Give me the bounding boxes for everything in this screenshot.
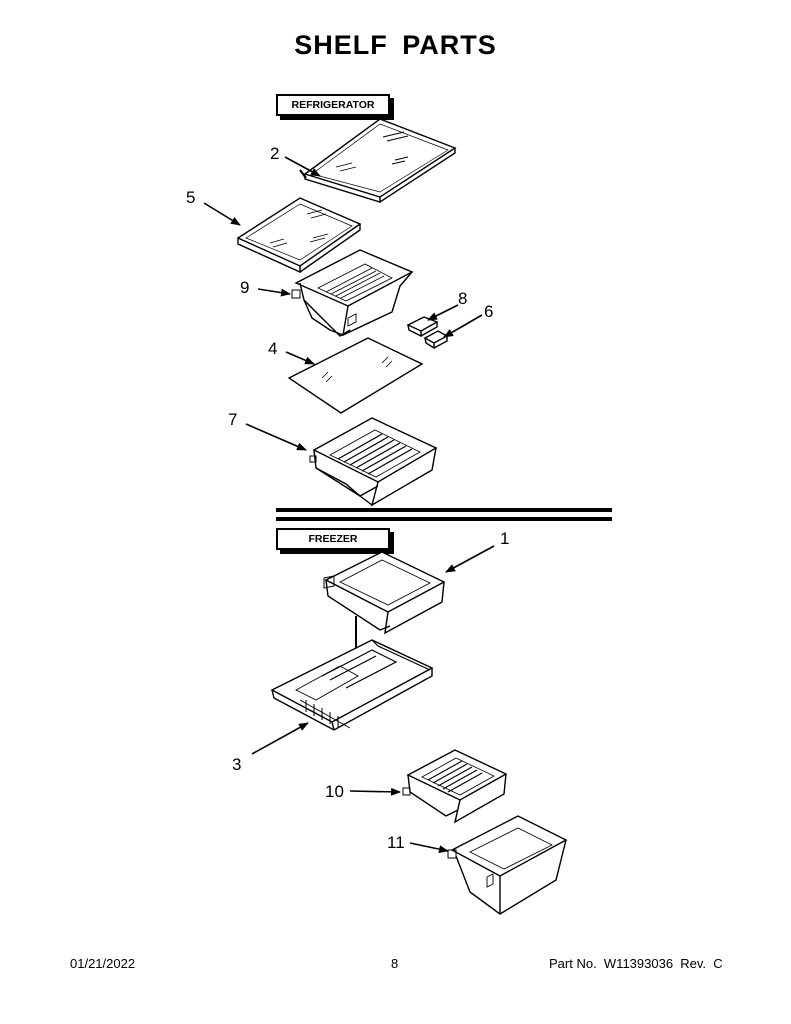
footer-page-number: 8 [391, 956, 399, 971]
callout-5: 5 [186, 188, 196, 207]
freezer-upper-basket-part [323, 551, 446, 635]
callout-arrows [203, 156, 495, 854]
footer-part-info: Part No. W11393036 Rev. C [549, 956, 723, 971]
freezer-shelf-frame-part [270, 639, 434, 731]
callout-4: 4 [268, 339, 278, 358]
callout-8: 8 [458, 289, 468, 308]
glass-shelf-large-part [299, 118, 457, 203]
callout-10: 10 [325, 782, 344, 801]
callout-6: 6 [484, 302, 494, 321]
callout-7: 7 [228, 410, 238, 429]
callout-11: 11 [387, 833, 405, 852]
callout-3: 3 [232, 755, 242, 774]
crisper-cover-glass-part [287, 337, 424, 414]
callout-2: 2 [270, 144, 280, 163]
crisper-pan-part [291, 249, 414, 337]
callout-9: 9 [240, 278, 250, 297]
freezer-small-drawer-part [402, 749, 508, 824]
section-divider [276, 508, 612, 521]
freezer-section-label: FREEZER [276, 528, 390, 550]
page-title: SHELF PARTS [294, 30, 497, 60]
freezer-bin-part [447, 815, 568, 915]
callout-1: 1 [500, 529, 510, 548]
refrigerator-section-label: REFRIGERATOR [276, 94, 390, 116]
footer-date: 01/21/2022 [70, 956, 136, 971]
bracket-part [406, 316, 449, 350]
glass-shelf-small-part [236, 197, 362, 274]
deli-drawer-part [309, 417, 438, 507]
